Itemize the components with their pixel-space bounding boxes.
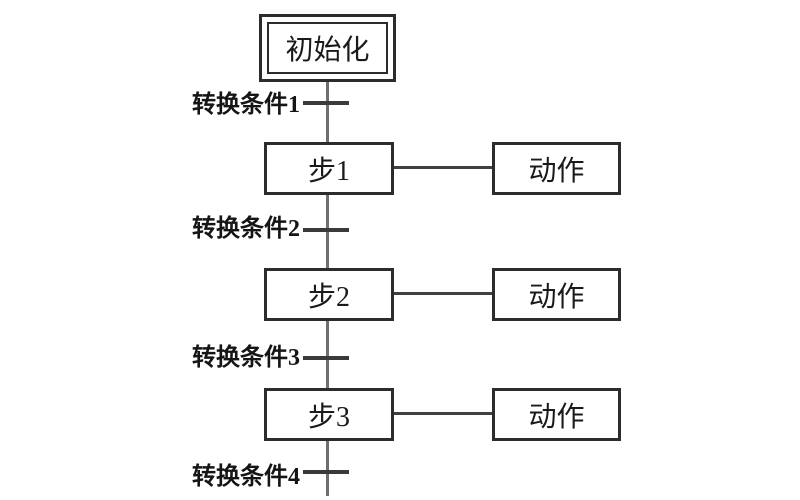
transition-label-1: 转换条件1 xyxy=(192,92,300,118)
step-box-1: 步1 xyxy=(264,142,394,195)
transition-crossbar-4 xyxy=(303,470,349,474)
transition-crossbar-3 xyxy=(303,356,349,360)
step-label-2: 步2 xyxy=(307,281,350,313)
action-box-3: 动作 xyxy=(492,388,621,441)
transition-label-3: 转换条件3 xyxy=(192,345,300,371)
action-label-2: 动作 xyxy=(528,281,585,313)
initial-step-label: 初始化 xyxy=(285,35,370,66)
initial-step-box: 初始化 xyxy=(259,14,396,82)
step-box-2: 步2 xyxy=(264,268,394,321)
step-action-connector-2 xyxy=(392,292,494,295)
transition-crossbar-2 xyxy=(303,228,349,232)
step-box-3: 步3 xyxy=(264,388,394,441)
step-action-connector-1 xyxy=(392,166,494,169)
transition-crossbar-1 xyxy=(303,101,349,105)
action-label-3: 动作 xyxy=(528,401,585,433)
transition-label-2: 转换条件2 xyxy=(192,216,300,242)
action-box-2: 动作 xyxy=(492,268,621,321)
action-box-1: 动作 xyxy=(492,142,621,195)
step-action-connector-3 xyxy=(392,412,494,415)
transition-label-4: 转换条件4 xyxy=(192,464,300,490)
action-label-1: 动作 xyxy=(528,155,585,187)
step-label-1: 步1 xyxy=(307,155,350,187)
initial-step-inner-box: 初始化 xyxy=(267,22,388,74)
step-label-3: 步3 xyxy=(307,401,350,433)
